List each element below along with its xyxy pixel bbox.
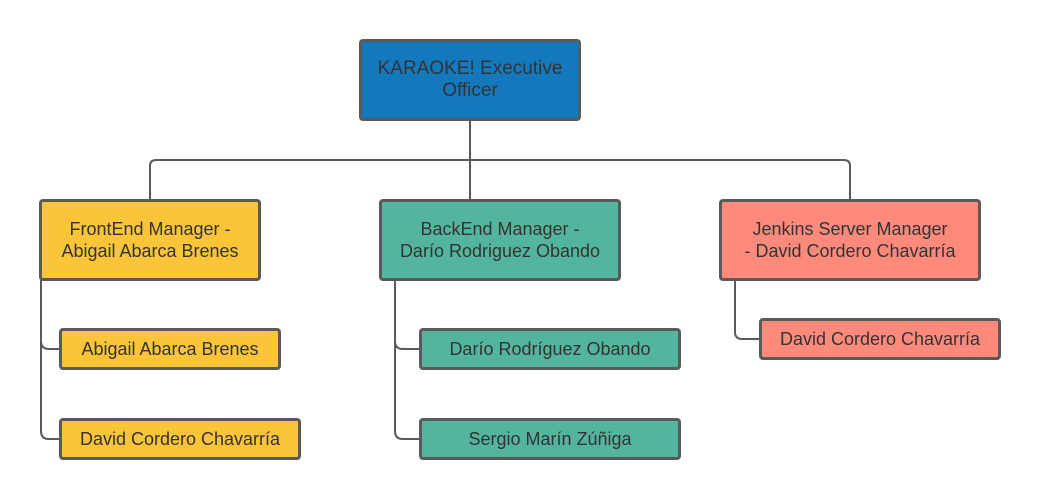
backend-member-label: Sergio Marín Zúñiga: [468, 429, 632, 449]
backend-members-connector: [394, 280, 419, 440]
jenkins-manager-label: Jenkins Server Manager - David Cordero C…: [744, 219, 956, 261]
backend-member-label: Darío Rodríguez Obando: [449, 339, 651, 359]
jenkins-member-box: David Cordero Chavarría: [759, 318, 1001, 360]
frontend-manager-label: FrontEnd Manager - Abigail Abarca Brenes: [61, 219, 239, 261]
frontend-member-box: David Cordero Chavarría: [59, 418, 301, 460]
backend-member-box: Sergio Marín Zúñiga: [419, 418, 681, 460]
frontend-member-label: Abigail Abarca Brenes: [81, 339, 259, 359]
ceo-label: KARAOKE! Executive Officer: [377, 58, 563, 101]
backend-manager-box: BackEnd Manager - Darío Rodriguez Obando: [379, 199, 621, 281]
frontend-member-box: Abigail Abarca Brenes: [59, 328, 281, 370]
frontend-member-label: David Cordero Chavarría: [79, 429, 281, 449]
backend-member-box: Darío Rodríguez Obando: [419, 328, 681, 370]
jenkins-member-label: David Cordero Chavarría: [779, 329, 981, 349]
ceo-to-managers-connector: [149, 121, 851, 199]
frontend-manager-box: FrontEnd Manager - Abigail Abarca Brenes: [39, 199, 261, 281]
ceo-box: KARAOKE! Executive Officer: [359, 39, 581, 121]
jenkins-manager-box: Jenkins Server Manager - David Cordero C…: [719, 199, 981, 281]
backend-manager-label: BackEnd Manager - Darío Rodriguez Obando: [399, 219, 601, 261]
frontend-members-connector: [40, 280, 59, 440]
jenkins-members-connector: [734, 280, 759, 340]
